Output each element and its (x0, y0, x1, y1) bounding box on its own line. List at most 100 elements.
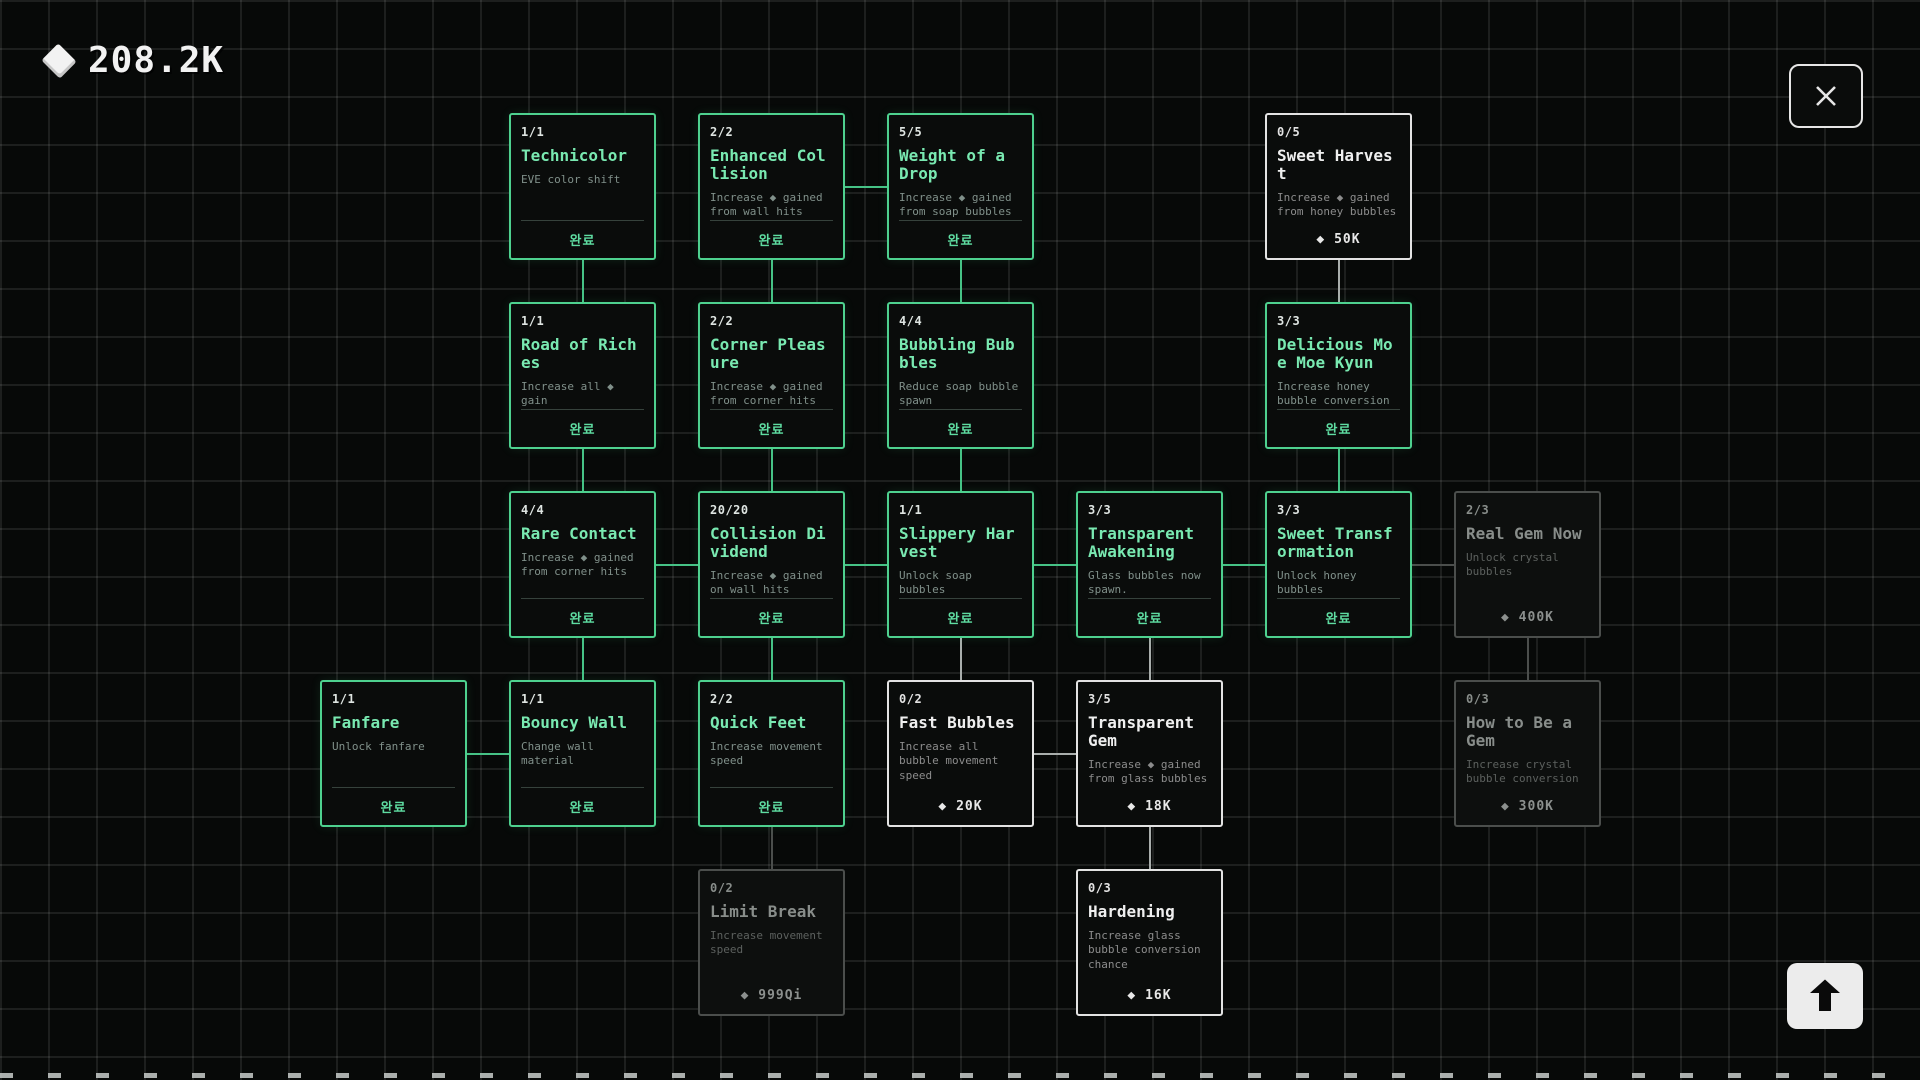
skill-node-road-of-riches[interactable]: 1/1 Road of Riches Increase all ◆ gain 완… (509, 302, 656, 449)
node-description: Unlock crystal bubbles (1466, 550, 1559, 579)
node-title: Fanfare (332, 713, 400, 732)
node-level: 3/3 (1088, 503, 1112, 517)
node-title: Transparent Awakening (1088, 524, 1194, 561)
tree-connector (959, 448, 962, 492)
node-level: 1/1 (521, 125, 545, 139)
node-title: Hardening (1088, 902, 1175, 921)
node-level: 5/5 (899, 125, 923, 139)
node-title: Quick Feet (710, 713, 807, 732)
node-title: Delicious Moe Moe Kyun (1277, 335, 1393, 372)
node-description: Unlock soap bubbles (899, 568, 972, 597)
node-footer: ◆ 50K (1277, 220, 1400, 258)
node-description: Glass bubbles now spawn. (1088, 568, 1201, 597)
node-level: 2/2 (710, 125, 734, 139)
node-title: Limit Break (710, 902, 816, 921)
skill-node-enhanced-collision[interactable]: 2/2 Enhanced Collision Increase ◆ gained… (698, 113, 845, 260)
scroll-to-top-button[interactable] (1787, 963, 1863, 1029)
node-level: 1/1 (332, 692, 356, 706)
node-footer: ◆ 999Qi (710, 976, 833, 1014)
skill-node-quick-feet[interactable]: 2/2 Quick Feet Increase movement speed 완… (698, 680, 845, 827)
node-footer: 완료 (710, 787, 833, 825)
tree-connector (1526, 637, 1529, 681)
skill-node-rare-contact[interactable]: 4/4 Rare Contact Increase ◆ gained from … (509, 491, 656, 638)
node-title: Corner Pleasure (710, 335, 826, 372)
node-title: Transparent Gem (1088, 713, 1194, 750)
skill-node-bouncy-wall[interactable]: 1/1 Bouncy Wall Change wall material 완료 (509, 680, 656, 827)
node-level: 0/2 (899, 692, 923, 706)
tree-connector (1411, 563, 1455, 566)
tree-connector (1148, 637, 1151, 681)
node-level: 2/3 (1466, 503, 1490, 517)
node-description: Increase crystal bubble conversion (1466, 757, 1579, 786)
node-footer: 완료 (1277, 598, 1400, 636)
node-footer-text: 완료 (947, 234, 974, 249)
node-level: 4/4 (521, 503, 545, 517)
node-footer-text: 완료 (569, 423, 596, 438)
skill-node-weight-of-a-drop[interactable]: 5/5 Weight of a Drop Increase ◆ gained f… (887, 113, 1034, 260)
node-description: Reduce soap bubble spawn (899, 379, 1019, 408)
node-title: Technicolor (521, 146, 627, 165)
node-title: Collision Dividend (710, 524, 826, 561)
node-footer-text: 완료 (569, 234, 596, 249)
skill-node-sweet-harvest[interactable]: 0/5 Sweet Harvest Increase ◆ gained from… (1265, 113, 1412, 260)
tree-connector (581, 259, 584, 303)
skill-node-slippery-harvest[interactable]: 1/1 Slippery Harvest Unlock soap bubbles… (887, 491, 1034, 638)
node-footer-text: ◆ 20K (938, 798, 983, 814)
node-title: Rare Contact (521, 524, 637, 543)
node-description: EVE color shift (521, 172, 621, 186)
node-level: 2/2 (710, 314, 734, 328)
node-level: 1/1 (899, 503, 923, 517)
node-footer: 완료 (899, 598, 1022, 636)
node-description: Increase all bubble movement speed (899, 739, 999, 782)
node-description: Increase ◆ gained from corner hits (521, 550, 634, 579)
node-footer-text: 완료 (1325, 423, 1352, 438)
skill-node-bubbling-bubbles[interactable]: 4/4 Bubbling Bubbles Reduce soap bubble … (887, 302, 1034, 449)
skill-node-fast-bubbles[interactable]: 0/2 Fast Bubbles Increase all bubble mov… (887, 680, 1034, 827)
skill-node-transparent-gem[interactable]: 3/5 Transparent Gem Increase ◆ gained fr… (1076, 680, 1223, 827)
node-level: 3/3 (1277, 503, 1301, 517)
arrow-up-icon (1810, 979, 1840, 1011)
tree-connector (1033, 563, 1077, 566)
node-footer-text: ◆ 18K (1127, 798, 1172, 814)
skill-node-sweet-transformation[interactable]: 3/3 Sweet Transformation Unlock honey bu… (1265, 491, 1412, 638)
node-description: Increase honey bubble conversion (1277, 379, 1390, 408)
node-description: Increase ◆ gained from honey bubbles (1277, 190, 1397, 219)
node-footer: 완료 (521, 409, 644, 447)
skill-node-technicolor[interactable]: 1/1 Technicolor EVE color shift 완료 (509, 113, 656, 260)
node-footer: 완료 (710, 409, 833, 447)
node-footer: ◆ 20K (899, 787, 1022, 825)
node-title: Sweet Transformation (1277, 524, 1393, 561)
node-footer: ◆ 300K (1466, 787, 1589, 825)
node-footer: 완료 (899, 409, 1022, 447)
node-level: 0/3 (1466, 692, 1490, 706)
node-title: Weight of a Drop (899, 146, 1005, 183)
node-footer: 완료 (521, 220, 644, 258)
skill-node-how-to-be-a-gem[interactable]: 0/3 How to Be a Gem Increase crystal bub… (1454, 680, 1601, 827)
skill-node-collision-dividend[interactable]: 20/20 Collision Dividend Increase ◆ gain… (698, 491, 845, 638)
skill-node-limit-break[interactable]: 0/2 Limit Break Increase movement speed … (698, 869, 845, 1016)
node-title: Road of Riches (521, 335, 637, 372)
skill-node-hardening[interactable]: 0/3 Hardening Increase glass bubble conv… (1076, 869, 1223, 1016)
tree-connector (581, 637, 584, 681)
node-description: Increase ◆ gained from glass bubbles (1088, 757, 1208, 786)
node-footer: 완료 (899, 220, 1022, 258)
node-footer-text: 완료 (758, 234, 785, 249)
skill-node-delicious-moe-moe-kyun[interactable]: 3/3 Delicious Moe Moe Kyun Increase hone… (1265, 302, 1412, 449)
tree-connector (959, 637, 962, 681)
node-description: Increase ◆ gained on wall hits (710, 568, 823, 597)
tree-connector (1033, 752, 1077, 755)
node-level: 4/4 (899, 314, 923, 328)
node-footer-text: ◆ 999Qi (740, 987, 803, 1003)
skill-node-transparent-awakening[interactable]: 3/3 Transparent Awakening Glass bubbles … (1076, 491, 1223, 638)
tree-connector (581, 448, 584, 492)
tree-connector (1337, 448, 1340, 492)
node-title: Sweet Harvest (1277, 146, 1393, 183)
skill-node-corner-pleasure[interactable]: 2/2 Corner Pleasure Increase ◆ gained fr… (698, 302, 845, 449)
tree-connector (1222, 563, 1266, 566)
tree-connector (770, 448, 773, 492)
close-button[interactable] (1789, 64, 1863, 128)
skill-node-fanfare[interactable]: 1/1 Fanfare Unlock fanfare 완료 (320, 680, 467, 827)
skill-node-real-gem-now[interactable]: 2/3 Real Gem Now Unlock crystal bubbles … (1454, 491, 1601, 638)
node-footer: 완료 (710, 598, 833, 636)
